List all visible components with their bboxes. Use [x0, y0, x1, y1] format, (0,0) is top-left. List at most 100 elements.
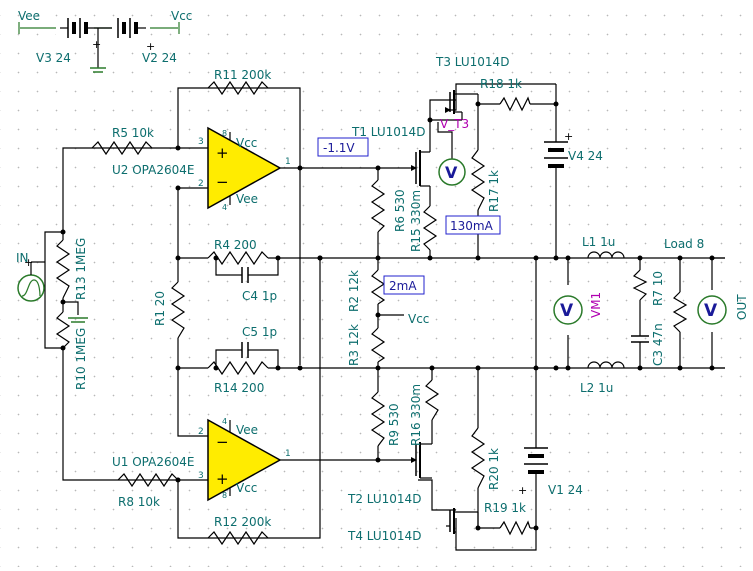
probe-box-130ma[interactable] [445, 215, 501, 235]
r17-label: R17 1k [487, 170, 501, 212]
r16-resistor [424, 379, 440, 421]
input-source[interactable]: + IN [16, 251, 45, 302]
r5-label: R5 10k [112, 126, 154, 140]
u1-label: U1 OPA2604E [112, 455, 194, 469]
c5-label: C5 1p [242, 325, 277, 339]
u1-vee-pin: Vee [236, 423, 258, 437]
r14-label: R14 200 [214, 381, 264, 395]
svg-text:+: + [216, 144, 229, 162]
t4-mosfet [446, 508, 479, 534]
r3-label: R3 12k [347, 324, 361, 366]
r9-resistor [370, 391, 386, 447]
r17-resistor [470, 149, 486, 211]
svg-text:V: V [560, 301, 574, 321]
r10-resistor [55, 311, 71, 349]
probe-box-neg[interactable] [317, 137, 369, 157]
svg-text:8: 8 [222, 491, 227, 500]
l2-inductor [587, 361, 625, 369]
r15-resistor [422, 205, 438, 251]
u1-vcc-pin: Vcc [236, 481, 257, 495]
load-resistor [672, 291, 688, 333]
t2-label: T2 LU1014D [347, 492, 421, 506]
v4-label: V4 24 [568, 149, 603, 163]
ground-symbol [68, 317, 88, 323]
v2-label: V2 24 [142, 51, 177, 65]
opamp-u1[interactable]: − + 2 3 1 4 8 Vee Vcc U1 OPA2604E [112, 417, 291, 502]
svg-text:2: 2 [198, 427, 204, 437]
svg-text:V: V [445, 163, 458, 182]
voltmeter-vm1[interactable]: V [553, 295, 583, 325]
r19-resistor [499, 520, 531, 536]
r20-label: R20 1k [487, 448, 501, 490]
r18-label: R18 1k [480, 77, 522, 91]
vcc-tap-label: Vcc [408, 312, 429, 326]
r11-resistor [207, 80, 269, 96]
r10-label: R10 1MEG [74, 328, 88, 390]
input-name: IN [16, 251, 29, 265]
svg-text:1: 1 [285, 449, 291, 459]
supply-batteries: + + Vee Vcc V3 24 V2 24 [18, 9, 192, 73]
capacitors [230, 267, 649, 360]
l1-label: L1 1u [582, 235, 615, 249]
r13-resistor [55, 239, 71, 299]
svg-text:−: − [216, 173, 229, 191]
r14-resistor [207, 360, 269, 376]
svg-text:4: 4 [222, 203, 227, 212]
u2-label: U2 OPA2604E [112, 163, 194, 177]
voltmeter-vt3[interactable]: V [438, 158, 466, 186]
r6-label: R6 530 [393, 189, 407, 232]
t3-mosfet [430, 90, 479, 121]
r7-label: R7 10 [651, 271, 665, 306]
svg-text:+: + [518, 484, 527, 497]
r4-resistor [207, 250, 269, 266]
t1-label: T1 LU1014D [351, 125, 425, 139]
r20-resistor [470, 427, 486, 489]
v1-label: V1 24 [548, 483, 583, 497]
r5-resistor [91, 140, 153, 156]
svg-text:3: 3 [198, 471, 204, 481]
r15-label: R15 330m [409, 190, 423, 252]
svg-text:8: 8 [222, 129, 227, 138]
c4-label: C4 1p [242, 289, 277, 303]
vee-net-label: Vee [18, 9, 40, 23]
svg-text:V: V [704, 301, 718, 321]
component-labels: R11 200k R5 10k R4 200 C4 1p C5 1p R14 2… [74, 55, 749, 543]
svg-text:+: + [564, 130, 573, 143]
r18-resistor [499, 96, 531, 112]
r2-label: R2 12k [347, 270, 361, 312]
resistors [55, 80, 688, 546]
probe-box-2ma[interactable] [383, 275, 425, 295]
out-label: OUT [735, 294, 749, 320]
svg-text:1: 1 [285, 157, 291, 167]
probe-neg-value: -1.1V [323, 141, 355, 155]
svg-text:2: 2 [198, 179, 204, 189]
r19-label: R19 1k [484, 501, 526, 515]
v1-battery[interactable]: + [518, 440, 548, 497]
r16-label: R16 330m [409, 384, 423, 446]
svg-text:+: + [216, 470, 229, 488]
opamp-u2[interactable]: + − 3 2 1 8 4 Vcc Vee U2 OPA2604E [112, 126, 291, 212]
r3-resistor [370, 327, 386, 363]
r2-resistor [370, 269, 386, 305]
v4-battery[interactable]: + [544, 130, 573, 185]
l1-inductor [587, 251, 625, 259]
svg-text:3: 3 [198, 137, 204, 147]
r12-label: R12 200k [214, 515, 271, 529]
voltmeter-out[interactable]: V [697, 295, 727, 325]
v3-label: V3 24 [36, 51, 71, 65]
r8-resistor [117, 472, 179, 488]
l2-label: L2 1u [580, 381, 613, 395]
c4-capacitor [230, 267, 260, 283]
r13-label: R13 1MEG [74, 238, 88, 300]
r1-label: R1 20 [153, 291, 167, 326]
probe-2ma-value: 2mA [389, 279, 417, 293]
r12-resistor [207, 530, 269, 546]
r1-resistor [170, 281, 186, 339]
u2-vcc-pin: Vcc [236, 136, 257, 150]
t3-label: T3 LU1014D [435, 55, 509, 69]
c3-label: C3 47n [651, 323, 665, 366]
vt3-node-label: V_T3 [440, 117, 469, 131]
r8-label: R8 10k [118, 495, 160, 509]
